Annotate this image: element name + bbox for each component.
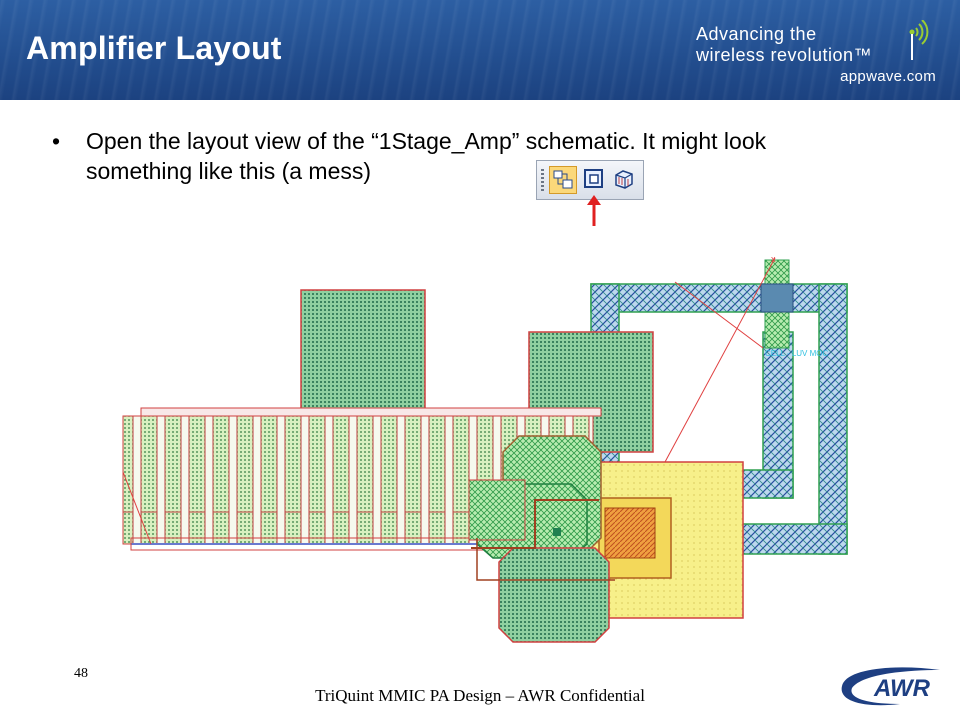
cell-label: CELL - LUV MOC xyxy=(765,349,828,358)
footer-text: TriQuint MMIC PA Design – AWR Confidenti… xyxy=(315,686,645,705)
blue-frame-top xyxy=(590,283,848,313)
schematic-view-icon xyxy=(553,170,573,189)
layout-view-icon xyxy=(584,169,603,188)
page-number: 48 xyxy=(74,666,88,681)
pointer-arrow xyxy=(587,195,601,226)
blue-frame-right xyxy=(818,283,848,555)
schematic-view-button[interactable] xyxy=(549,166,577,194)
slide-header: Amplifier Layout Advancing the wireless … xyxy=(0,0,960,100)
header-background-texture xyxy=(0,0,960,100)
tagline-line-1: Advancing the xyxy=(696,24,817,44)
bullet-symbol: • xyxy=(52,128,61,154)
tagline-line-2: wireless revolution™ xyxy=(696,45,873,65)
svg-text:AWR: AWR xyxy=(873,675,931,702)
orange-core xyxy=(604,507,656,559)
octagon-device-3 xyxy=(498,547,610,643)
slide-title: Amplifier Layout xyxy=(26,30,282,66)
3d-view-button[interactable] xyxy=(611,166,639,194)
brand-tagline: Advancing the wireless revolution™ appwa… xyxy=(696,24,936,85)
awr-logo: AWR xyxy=(841,667,940,706)
trace-outline-2 xyxy=(476,538,615,581)
view-toolbar xyxy=(536,160,644,200)
dark-via xyxy=(760,283,794,313)
green-pad-small xyxy=(468,479,526,541)
ratsnest-line-1 xyxy=(664,257,776,463)
cross-marker: x xyxy=(771,254,776,264)
ratsnest-line-3 xyxy=(122,471,152,545)
toolbar-grip-handle[interactable] xyxy=(541,169,544,191)
3d-view-icon xyxy=(615,170,633,189)
top-pad-left xyxy=(300,289,426,413)
blue-inner-step xyxy=(734,469,794,499)
circuit-layout-figure: CELL - LUV MOC x xyxy=(122,254,848,643)
trace-outline xyxy=(471,499,599,549)
wireless-signal-icon xyxy=(909,20,929,60)
layout-view-button[interactable] xyxy=(581,166,609,194)
ratsnest-line-2 xyxy=(674,281,764,349)
brand-website: appwave.com xyxy=(840,68,936,85)
bullet-text: Open the layout view of the “1Stage_Amp”… xyxy=(86,128,767,184)
dark-square-via xyxy=(553,528,561,536)
finger-bus-top xyxy=(140,407,602,417)
